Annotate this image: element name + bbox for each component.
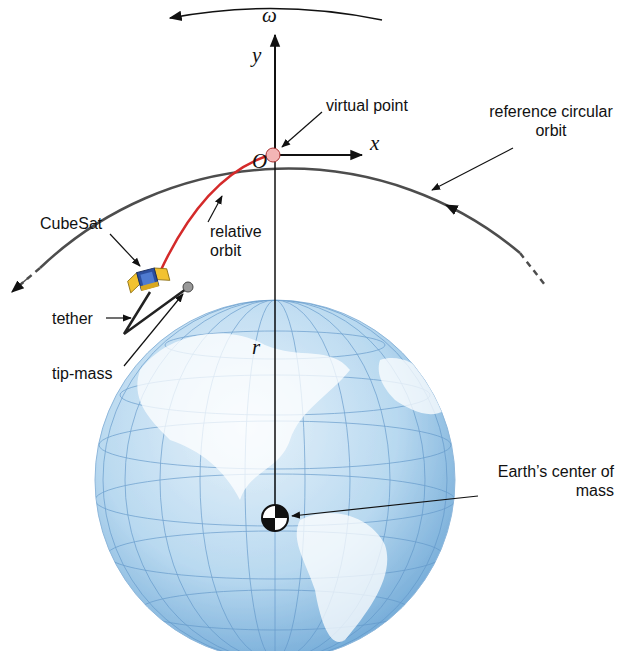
radius-line [274,160,276,518]
continents [137,334,445,642]
callout-label: tip-mass [52,364,112,383]
callout-label: relative orbit [210,222,276,260]
cubesat-icon [126,265,171,294]
axis-label: x [370,132,379,154]
callout-label: CubeSat [40,214,102,233]
center-of-mass-symbol [262,505,288,531]
leader-lines [106,112,513,516]
tip-mass-dot [183,282,193,292]
axis-label: y [252,44,261,66]
virtual-point-dot [266,148,280,162]
callout-label: virtual point [326,96,408,115]
callout-label: tether [52,309,93,328]
omega-symbol: ω [262,4,277,26]
reference-orbit [12,169,545,292]
callout-label: reference circular orbit [487,102,615,140]
y-axis [274,35,276,155]
radius-label: r [252,336,260,358]
callout-label: Earth’s center of mass [482,462,614,500]
x-axis [275,154,362,156]
origin-label: O [252,150,267,172]
